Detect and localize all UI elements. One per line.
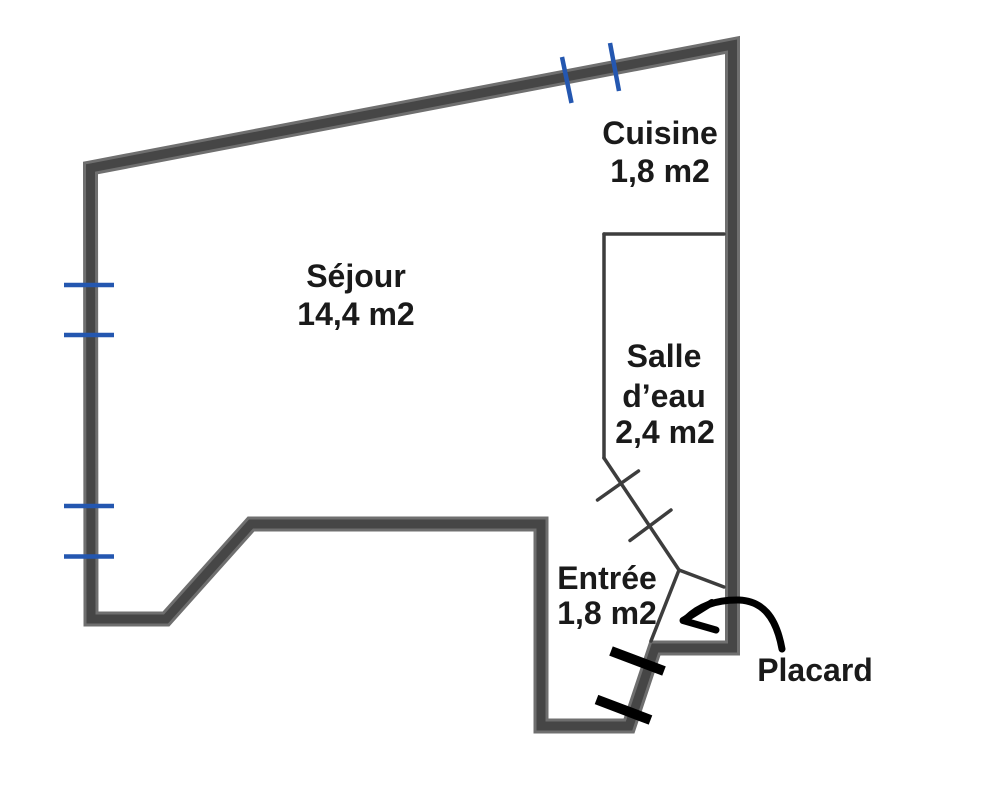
entry-door-mark xyxy=(609,646,666,676)
placard-partition-left xyxy=(649,568,681,643)
entry-door-mark xyxy=(594,694,653,725)
window-marks xyxy=(64,42,622,559)
entry-door-marks xyxy=(594,646,666,725)
salle-eau-door-swing-line xyxy=(602,456,681,572)
door-slash-mark xyxy=(595,469,641,502)
room-label-sejour: Séjour xyxy=(306,258,406,294)
placard-arrow-head xyxy=(679,599,720,634)
room-area-entree: 1,8 m2 xyxy=(557,595,657,631)
door-slash-mark xyxy=(628,508,673,543)
exterior-wall-core xyxy=(85,39,737,731)
room-label-cuisine: Cuisine xyxy=(602,115,718,151)
room-area-salle-eau: 2,4 m2 xyxy=(615,414,715,450)
window-mark-top-wall xyxy=(559,56,574,104)
room-labels: Séjour 14,4 m2 Cuisine 1,8 m2 Salle d’ea… xyxy=(297,115,873,688)
placard-partition-top xyxy=(677,568,726,589)
room-label-salle-eau-1: Salle xyxy=(627,338,702,374)
window-mark-top-wall xyxy=(607,42,622,92)
room-label-entree: Entrée xyxy=(557,560,657,596)
room-area-sejour: 14,4 m2 xyxy=(297,296,414,332)
room-label-salle-eau-2: d’eau xyxy=(622,378,706,414)
interior-partitions xyxy=(595,232,726,643)
placard-arrow xyxy=(679,596,786,653)
room-label-placard: Placard xyxy=(757,652,873,688)
room-area-cuisine: 1,8 m2 xyxy=(610,153,710,189)
exterior-walls xyxy=(82,35,740,734)
